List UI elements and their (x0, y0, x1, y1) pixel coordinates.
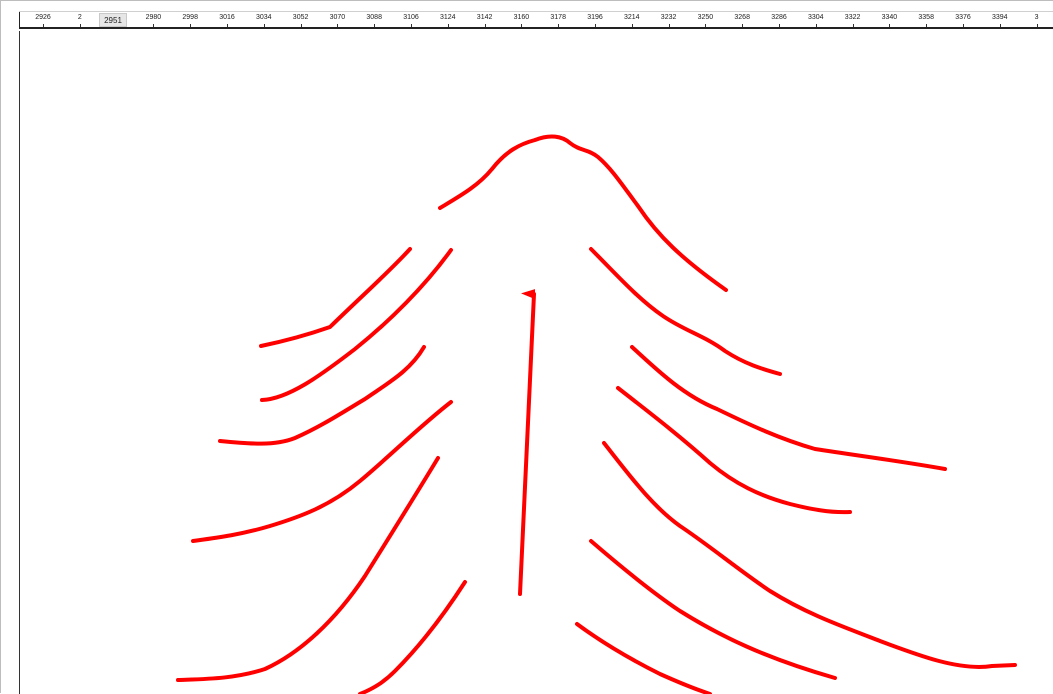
right-contour-line-6 (577, 624, 710, 694)
contour-sketch (20, 31, 1053, 694)
ruler-tick-label: 2980 (146, 14, 162, 21)
ruler-tick-label: 3052 (293, 14, 309, 21)
ruler-tick-mark (816, 24, 817, 27)
ruler-tick-label: 3286 (771, 14, 787, 21)
right-contour-line-1 (591, 249, 780, 374)
ruler-tick-mark (374, 24, 375, 27)
left-contour-line-1 (261, 249, 410, 346)
ruler-tick-mark (43, 24, 44, 27)
ruler-tick-label: 3088 (366, 14, 382, 21)
ruler-left-edge (19, 12, 20, 28)
ruler-tick-label: 3034 (256, 14, 272, 21)
ruler-tick-mark (264, 24, 265, 27)
ruler-tick-mark (411, 24, 412, 27)
left-contour-line-2 (262, 250, 451, 400)
ruler-tick-label: 2998 (182, 14, 198, 21)
ruler-tick-label: 3394 (992, 14, 1008, 21)
ruler-tick-mark (926, 24, 927, 27)
ruler-tick-label: 3304 (808, 14, 824, 21)
ruler-tick-mark (742, 24, 743, 27)
ruler-tick-mark (1000, 24, 1001, 27)
ruler-tick-mark (853, 24, 854, 27)
ruler-tick-mark (485, 24, 486, 27)
ruler-tick-label: 2 (78, 14, 82, 21)
ruler-tick-label: 3142 (477, 14, 493, 21)
ruler-tick-label: 3376 (955, 14, 971, 21)
ruler-tick-mark (669, 24, 670, 27)
ruler-tick-label: 3232 (661, 14, 677, 21)
ruler-tick-label: 3160 (514, 14, 530, 21)
ruler-tick-mark (227, 24, 228, 27)
ruler-tick-label: 3196 (587, 14, 603, 21)
drawing-canvas[interactable] (19, 31, 1053, 694)
ruler-tick-label: 3340 (882, 14, 898, 21)
ruler-tick-mark (337, 24, 338, 27)
left-contour-line-5 (178, 458, 438, 680)
ruler-tick-label: 3178 (550, 14, 566, 21)
ruler-tick-mark (301, 24, 302, 27)
ruler-tick-mark (595, 24, 596, 27)
ruler-tick-mark (889, 24, 890, 27)
ruler-tick-label: 3 (1035, 14, 1039, 21)
left-contour-line-3 (220, 347, 424, 444)
right-contour-line-4 (604, 443, 1015, 667)
ruler-tick-mark (705, 24, 706, 27)
upward-arrow (520, 294, 534, 594)
ruler-tick-label: 3070 (330, 14, 346, 21)
ruler-tick-mark (1037, 24, 1038, 27)
ruler-tick-label: 3250 (698, 14, 714, 21)
ruler-tick-mark (448, 24, 449, 27)
ruler-tick-mark (153, 24, 154, 27)
ruler-tick-label: 3106 (403, 14, 419, 21)
ruler-tick-label: 3016 (219, 14, 235, 21)
right-contour-line-2 (632, 347, 945, 469)
ruler-tick-mark (190, 24, 191, 27)
left-contour-line-6 (360, 582, 465, 694)
ruler-tick-mark (632, 24, 633, 27)
horizontal-ruler[interactable]: 2926262298029983016303430523070308831063… (19, 11, 1053, 29)
peak-contour-line (440, 136, 726, 290)
ruler-tick-mark (521, 24, 522, 27)
ruler-tick-mark (779, 24, 780, 27)
ruler-tick-label: 3214 (624, 14, 640, 21)
ruler-tick-mark (80, 24, 81, 27)
ruler-tick-mark (558, 24, 559, 27)
cursor-position-readout: 2951 (99, 13, 127, 27)
ruler-tick-label: 2926 (35, 14, 51, 21)
ruler-tick-label: 3124 (440, 14, 456, 21)
ruler-tick-label: 3358 (918, 14, 934, 21)
ruler-tick-label: 3268 (734, 14, 750, 21)
ruler-tick-mark (963, 24, 964, 27)
ruler-tick-label: 3322 (845, 14, 861, 21)
